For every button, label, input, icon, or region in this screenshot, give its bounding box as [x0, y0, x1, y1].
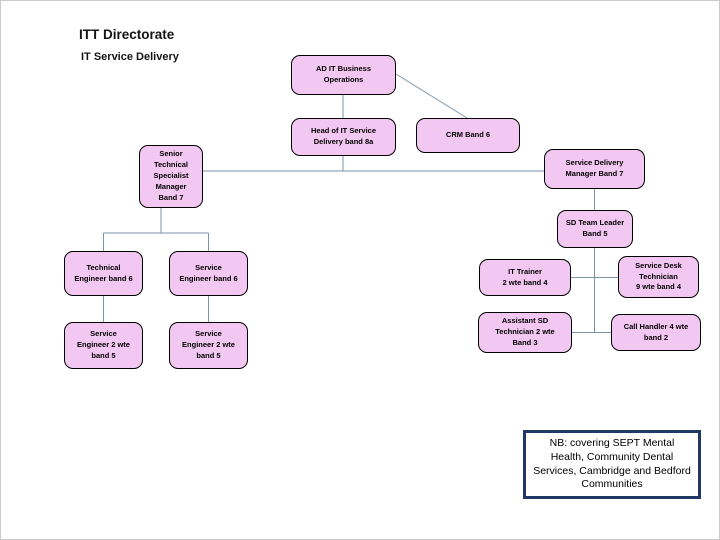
org-box-service-engineer-band6: Service Engineer band 6 — [169, 251, 248, 296]
org-box-sd-team-leader: SD Team Leader Band 5 — [557, 210, 633, 248]
org-box-label: IT Trainer 2 wte band 4 — [502, 266, 548, 287]
connector-ad-to-crm-diagonal — [395, 73, 468, 119]
note-text: NB: covering SEPT Mental Health, Communi… — [533, 436, 691, 491]
org-box-service-desk-technician: Service Desk Technician 9 wte band 4 — [618, 256, 699, 298]
org-box-ad-it-business-operations: AD IT Business Operations — [291, 55, 396, 95]
org-box-service-engineer-2wte-right: Service Engineer 2 wte band 5 — [169, 322, 248, 369]
org-box-it-trainer: IT Trainer 2 wte band 4 — [479, 259, 571, 296]
org-box-service-engineer-2wte-left: Service Engineer 2 wte band 5 — [64, 322, 143, 369]
org-box-service-delivery-manager: Service Delivery Manager Band 7 — [544, 149, 645, 189]
org-box-label: SD Team Leader Band 5 — [565, 218, 625, 238]
org-box-label: AD IT Business Operations — [315, 64, 371, 84]
org-box-label: Technical Engineer band 6 — [74, 262, 133, 283]
org-box-label: Service Engineer 2 wte band 5 — [182, 329, 235, 360]
org-box-label: Service Engineer band 6 — [179, 262, 238, 283]
org-box-label: Senior Technical Specialist Manager Band… — [153, 149, 189, 202]
note-box: NB: covering SEPT Mental Health, Communi… — [523, 430, 701, 499]
org-box-label: Call Handler 4 wte band 2 — [623, 321, 689, 342]
org-box-head-of-it-service-delivery: Head of IT Service Delivery band 8a — [291, 118, 396, 156]
org-box-label: Service Desk Technician 9 wte band 4 — [635, 260, 682, 292]
org-box-crm: CRM Band 6 — [416, 118, 520, 153]
org-box-label: Service Delivery Manager Band 7 — [565, 158, 624, 178]
org-box-label: CRM Band 6 — [445, 130, 491, 140]
org-box-label: Assistant SD Technician 2 wte Band 3 — [495, 316, 555, 347]
org-box-senior-technical-specialist-manager: Senior Technical Specialist Manager Band… — [139, 145, 203, 208]
page-subtitle: IT Service Delivery — [81, 51, 179, 63]
org-box-label: Head of IT Service Delivery band 8a — [310, 126, 377, 146]
org-box-assistant-sd-technician: Assistant SD Technician 2 wte Band 3 — [478, 312, 572, 353]
org-box-label: Service Engineer 2 wte band 5 — [77, 329, 130, 360]
org-box-call-handler: Call Handler 4 wte band 2 — [611, 314, 701, 351]
page-title: ITT Directorate — [79, 27, 175, 42]
org-box-technical-engineer: Technical Engineer band 6 — [64, 251, 143, 296]
